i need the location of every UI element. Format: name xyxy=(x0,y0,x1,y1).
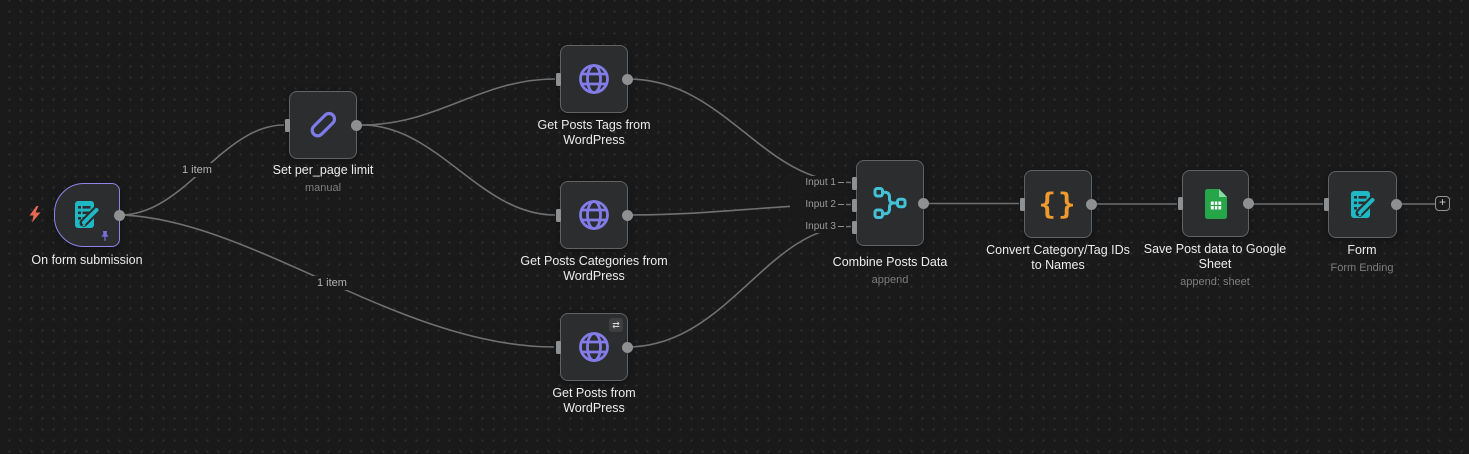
input-port[interactable] xyxy=(555,340,561,354)
node-title: Convert Category/Tag IDs to Names xyxy=(986,243,1130,272)
input-port[interactable] xyxy=(555,72,561,86)
merge-input-label: Input 3 xyxy=(790,220,846,233)
google-sheets-icon xyxy=(1204,188,1227,219)
input-port-2[interactable] xyxy=(851,199,857,212)
edge-item-count: 1 item xyxy=(178,163,216,177)
edge-item-count: 1 item xyxy=(313,276,351,290)
form-icon xyxy=(75,201,101,228)
node-title: Get Posts Categories from WordPress xyxy=(520,254,668,283)
node-subtitle: append: sheet xyxy=(1180,276,1250,288)
node-subtitle: append xyxy=(871,274,909,286)
merge-icon xyxy=(873,187,907,219)
form-icon xyxy=(1350,190,1377,218)
input-port-1[interactable] xyxy=(851,177,857,190)
output-port[interactable] xyxy=(351,119,362,131)
node-title: Save Post data to Google Sheet xyxy=(1143,242,1287,271)
input-port[interactable] xyxy=(1019,197,1025,211)
input-port[interactable] xyxy=(284,118,290,132)
add-node-button[interactable]: + xyxy=(1435,196,1450,211)
wire-set-to-categories xyxy=(361,124,556,216)
node-subtitle: manual xyxy=(304,182,342,194)
output-port[interactable] xyxy=(622,73,633,85)
globe-icon xyxy=(579,64,609,94)
node-title: Combine Posts Data xyxy=(832,255,948,269)
output-port[interactable] xyxy=(622,209,633,221)
input-port[interactable] xyxy=(555,208,561,222)
trigger-bolt-icon xyxy=(29,206,41,223)
pin-icon[interactable] xyxy=(99,230,111,242)
globe-icon xyxy=(579,200,609,230)
output-port[interactable] xyxy=(918,197,929,209)
merge-input-label: Input 1 xyxy=(790,176,846,189)
pencil-icon xyxy=(310,111,337,138)
wire-set-to-tags xyxy=(361,78,556,126)
repeat-icon: ⇄ xyxy=(609,318,623,332)
code-braces-icon: {} xyxy=(1038,187,1078,221)
node-title: On form submission xyxy=(31,253,143,267)
node-title: Get Posts from WordPress xyxy=(552,386,636,415)
output-port[interactable] xyxy=(1243,198,1254,209)
output-port[interactable] xyxy=(114,209,125,221)
node-title: Set per_page limit xyxy=(272,163,374,177)
input-port-3[interactable] xyxy=(851,221,857,234)
input-port[interactable] xyxy=(1323,198,1329,211)
output-port[interactable] xyxy=(1086,198,1097,210)
merge-input-label: Input 2 xyxy=(790,198,846,211)
input-port[interactable] xyxy=(1177,197,1183,210)
node-title: Form xyxy=(1347,243,1377,257)
globe-icon xyxy=(579,332,609,362)
output-port[interactable] xyxy=(1391,199,1402,210)
node-subtitle: Form Ending xyxy=(1330,262,1394,274)
node-title: Get Posts Tags from WordPress xyxy=(537,118,651,147)
output-port[interactable] xyxy=(622,341,633,353)
